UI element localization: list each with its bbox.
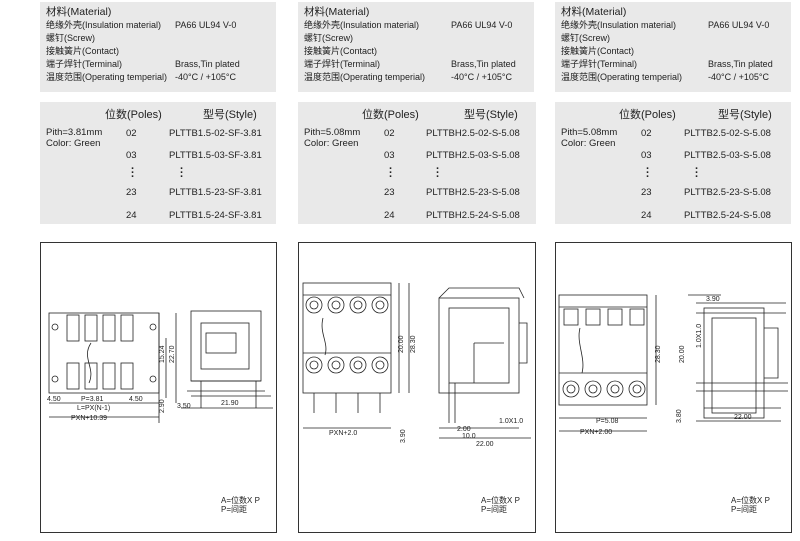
dim-label: 20.00	[398, 335, 405, 353]
dim-label: 2.90	[159, 399, 166, 413]
pole-count: 03	[384, 150, 395, 161]
ellipsis-marker: ···	[646, 163, 650, 183]
ellipsis-marker: ···	[436, 163, 440, 183]
dim-label: 22.70	[169, 345, 176, 363]
technical-drawing-1: 4.50 P=3.81 4.50 L=PX(N-1) PXN+10.39 15.…	[40, 242, 277, 533]
material-row: 端子焊针(Terminal)Brass,Tin plated	[46, 59, 240, 69]
poles-header: 位数(Poles)	[362, 109, 419, 121]
style-code: PLTTBH2.5-24-S-5.08	[426, 210, 520, 221]
poles-header: 位数(Poles)	[619, 109, 676, 121]
dim-label: 3.80	[676, 409, 683, 423]
dim-label: 28.30	[410, 335, 417, 353]
pole-count: 24	[641, 210, 652, 221]
material-row: 螺钉(Screw)	[304, 33, 353, 43]
dim-label: 22.00	[476, 441, 494, 448]
style-code: PLTTB1.5-23-SF-3.81	[169, 187, 262, 198]
material-row: 螺钉(Screw)	[561, 33, 610, 43]
style-code: PLTTBH2.5-23-S-5.08	[426, 187, 520, 198]
drawing-svg-3: 3.90 1.0X1.0 28.30 20.00 P=5.08 PXN+2.00…	[558, 294, 788, 436]
dim-label: 3.50	[177, 403, 191, 410]
poles-header: 位数(Poles)	[105, 109, 162, 121]
material-row: 接触簧片(Contact)	[46, 46, 120, 56]
drawing-svg-2: 20.00 28.30 PXN+2.0 3.90 2.00 10.0 1.0X1…	[302, 282, 531, 448]
dim-label: P=3.81	[81, 396, 103, 403]
dim-label: 4.50	[47, 396, 61, 403]
material-panel-1: 材料(Material) 绝缘外壳(Insulation material)PA…	[40, 2, 276, 92]
material-row: 端子焊针(Terminal)Brass,Tin plated	[561, 59, 773, 69]
style-header: 型号(Style)	[718, 109, 772, 121]
material-row: 端子焊针(Terminal)Brass,Tin plated	[304, 59, 516, 69]
dim-label: L=PX(N-1)	[77, 405, 110, 412]
dim-label: 21.90	[221, 400, 239, 407]
style-header: 型号(Style)	[464, 109, 518, 121]
material-title: 材料(Material)	[561, 6, 627, 18]
dim-label: PXN+2.00	[580, 429, 612, 436]
material-row: 螺钉(Screw)	[46, 33, 95, 43]
pole-count: 02	[384, 128, 395, 139]
dim-label: PXN+2.0	[329, 430, 357, 437]
dim-label: P=5.08	[596, 418, 618, 425]
pole-count: 02	[641, 128, 652, 139]
technical-drawing-2: 20.00 28.30 PXN+2.0 3.90 2.00 10.0 1.0X1…	[298, 242, 536, 533]
style-header: 型号(Style)	[203, 109, 257, 121]
material-row: 绝缘外壳(Insulation material)PA66 UL94 V-0	[46, 20, 237, 30]
dim-label: 20.00	[679, 345, 686, 363]
style-code: PLTTB2.5-02-S-5.08	[684, 128, 771, 139]
style-code: PLTTB1.5-02-SF-3.81	[169, 128, 262, 139]
dim-label: 10.0	[462, 433, 476, 440]
style-code: PLTTBH2.5-03-S-5.08	[426, 150, 520, 161]
material-panel-2: 材料(Material) 绝缘外壳(Insulation material)PA…	[298, 2, 534, 92]
dim-label: 3.90	[706, 296, 720, 303]
material-row: 温度范围(Operating temperial)-40°C / +105°C	[304, 72, 512, 82]
dim-label: 1.0X1.0	[499, 418, 523, 425]
style-code: PLTTB1.5-24-SF-3.81	[169, 210, 262, 221]
ellipsis-marker: ···	[389, 163, 393, 183]
pole-count: 23	[384, 187, 395, 198]
material-row: 接触簧片(Contact)	[561, 46, 635, 56]
material-row: 绝缘外壳(Insulation material)PA66 UL94 V-0	[561, 20, 770, 30]
style-code: PLTTB2.5-24-S-5.08	[684, 210, 771, 221]
dim-label: 22.00	[734, 414, 752, 421]
dim-label: 28.30	[655, 345, 662, 363]
material-row: 绝缘外壳(Insulation material)PA66 UL94 V-0	[304, 20, 513, 30]
pole-count: 24	[384, 210, 395, 221]
style-code: PLTTBH2.5-02-S-5.08	[426, 128, 520, 139]
style-code: PLTTB2.5-23-S-5.08	[684, 187, 771, 198]
material-row: 温度范围(Operating temperial)-40°C / +105°C	[561, 72, 769, 82]
ellipsis-marker: ···	[695, 163, 699, 183]
ellipsis-marker: ···	[180, 163, 184, 183]
style-code: PLTTB1.5-03-SF-3.81	[169, 150, 262, 161]
pole-count: 03	[126, 150, 137, 161]
material-title: 材料(Material)	[46, 6, 112, 18]
pole-count: 03	[641, 150, 652, 161]
pole-count: 23	[126, 187, 137, 198]
dim-label: 15.24	[159, 345, 166, 363]
dim-label: PXN+10.39	[71, 415, 107, 422]
dim-label: 2.00	[457, 426, 471, 433]
drawing-svg-1: 4.50 P=3.81 4.50 L=PX(N-1) PXN+10.39 15.…	[47, 310, 273, 423]
material-title: 材料(Material)	[304, 6, 370, 18]
material-panel-3: 材料(Material) 绝缘外壳(Insulation material)PA…	[555, 2, 791, 92]
style-code: PLTTB2.5-03-S-5.08	[684, 150, 771, 161]
pole-count: 23	[641, 187, 652, 198]
material-row: 温度范围(Operating temperial)-40°C / +105°C	[46, 72, 236, 82]
dim-label: 3.90	[400, 429, 407, 443]
pole-count: 02	[126, 128, 137, 139]
dim-label: 4.50	[129, 396, 143, 403]
material-row: 接触簧片(Contact)	[304, 46, 378, 56]
ellipsis-marker: ···	[131, 163, 135, 183]
dim-label: 1.0X1.0	[696, 324, 703, 348]
pole-count: 24	[126, 210, 137, 221]
technical-drawing-3: 3.90 1.0X1.0 28.30 20.00 P=5.08 PXN+2.00…	[555, 242, 792, 533]
